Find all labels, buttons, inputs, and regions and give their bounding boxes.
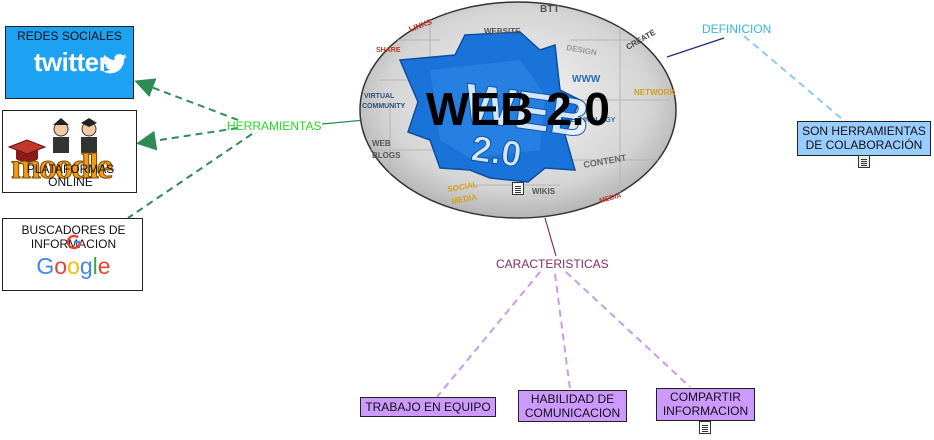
students-icon xyxy=(53,118,97,153)
connector-herramientas-plataformas xyxy=(136,127,239,151)
twitter-logo: twitter xyxy=(12,47,130,83)
definicion-box[interactable]: SON HERRAMIENTAS DE COLABORACIÓN xyxy=(797,121,931,156)
moodle-logo: moodle xyxy=(3,111,136,192)
compartir-informacion-text: COMPARTIR INFORMACION xyxy=(662,390,749,418)
svg-text:SHARE: SHARE xyxy=(376,47,401,54)
center-title: WEB 2.0 xyxy=(426,83,610,135)
definicion-box-text: SON HERRAMIENTAS DE COLABORACIÓN xyxy=(802,124,926,152)
google-g-icon xyxy=(66,234,82,250)
connector-center-definicion xyxy=(666,37,725,58)
connector-center-herramientas xyxy=(321,119,366,125)
plataformas-box[interactable]: moodle PLATAFORMAS ONLINE xyxy=(2,110,137,193)
twitter-bird-icon xyxy=(102,54,127,74)
twitter-wordmark: twitter xyxy=(33,47,109,77)
branch-label-herramientas[interactable]: HERRAMIENTAS xyxy=(227,119,322,133)
trabajo-en-equipo-box[interactable]: TRABAJO EN EQUIPO xyxy=(360,397,496,417)
definicion-note-icon[interactable] xyxy=(858,155,870,168)
center-note-icon[interactable] xyxy=(512,182,524,195)
connector-caracteristicas-trabajo xyxy=(436,271,541,398)
svg-text:WEB: WEB xyxy=(372,139,391,148)
svg-text:WEBSITE: WEBSITE xyxy=(484,27,521,36)
compartir-note-icon[interactable] xyxy=(699,421,711,434)
svg-text:NETWORK: NETWORK xyxy=(634,88,676,97)
branch-label-definicion[interactable]: DEFINICION xyxy=(702,22,772,36)
puzzle-pieces xyxy=(370,2,670,218)
svg-text:WWW: WWW xyxy=(572,74,601,85)
connector-center-caracteristicas xyxy=(544,217,557,257)
center-image[interactable]: LINKS WEBSITE BTT DESIGN CREATE WWW NETW… xyxy=(359,0,677,220)
buscadores-label: BUSCADORES DE INFORMACION xyxy=(21,223,126,251)
svg-text:MEDIA: MEDIA xyxy=(451,193,478,206)
redes-sociales-box[interactable]: REDES SOCIALES twitter xyxy=(5,26,134,99)
google-logo: Google xyxy=(36,253,111,279)
svg-text:TECHNOLOGY: TECHNOLOGY xyxy=(566,117,616,124)
connector-herramientas-redes xyxy=(134,78,239,121)
moodle-wordmark: moodle xyxy=(11,146,114,187)
trabajo-en-equipo-text: TRABAJO EN EQUIPO xyxy=(365,400,491,414)
habilidad-comunicacion-text: HABILIDAD DE COMUNICACION xyxy=(524,392,621,420)
compartir-informacion-box[interactable]: COMPARTIR INFORMACION xyxy=(656,388,755,421)
svg-text:WIKIS: WIKIS xyxy=(532,187,556,196)
plataformas-label: PLATAFORMAS ONLINE xyxy=(26,162,115,189)
buscadores-box[interactable]: BUSCADORES DE INFORMACION Google xyxy=(2,218,143,291)
connector-caracteristicas-habilidad xyxy=(554,273,571,390)
branch-label-caracteristicas[interactable]: CARACTERISTICAS xyxy=(496,257,609,271)
puzzle-web-letters: WEB xyxy=(460,72,593,149)
connector-caracteristicas-compartir xyxy=(565,271,691,388)
svg-text:BTT: BTT xyxy=(540,4,559,15)
redes-sociales-label: REDES SOCIALES xyxy=(17,29,122,43)
svg-text:COMMUNITY: COMMUNITY xyxy=(362,103,405,110)
svg-text:BLOGS: BLOGS xyxy=(372,151,401,160)
habilidad-comunicacion-box[interactable]: HABILIDAD DE COMUNICACION xyxy=(518,390,627,422)
connector-herramientas-buscadores xyxy=(127,133,253,219)
puzzle-20-letters: 2.0 xyxy=(469,127,524,175)
connector-definicion-box xyxy=(743,35,849,125)
graduation-cap-icon xyxy=(7,139,47,162)
svg-text:VIRTUAL: VIRTUAL xyxy=(364,93,395,100)
